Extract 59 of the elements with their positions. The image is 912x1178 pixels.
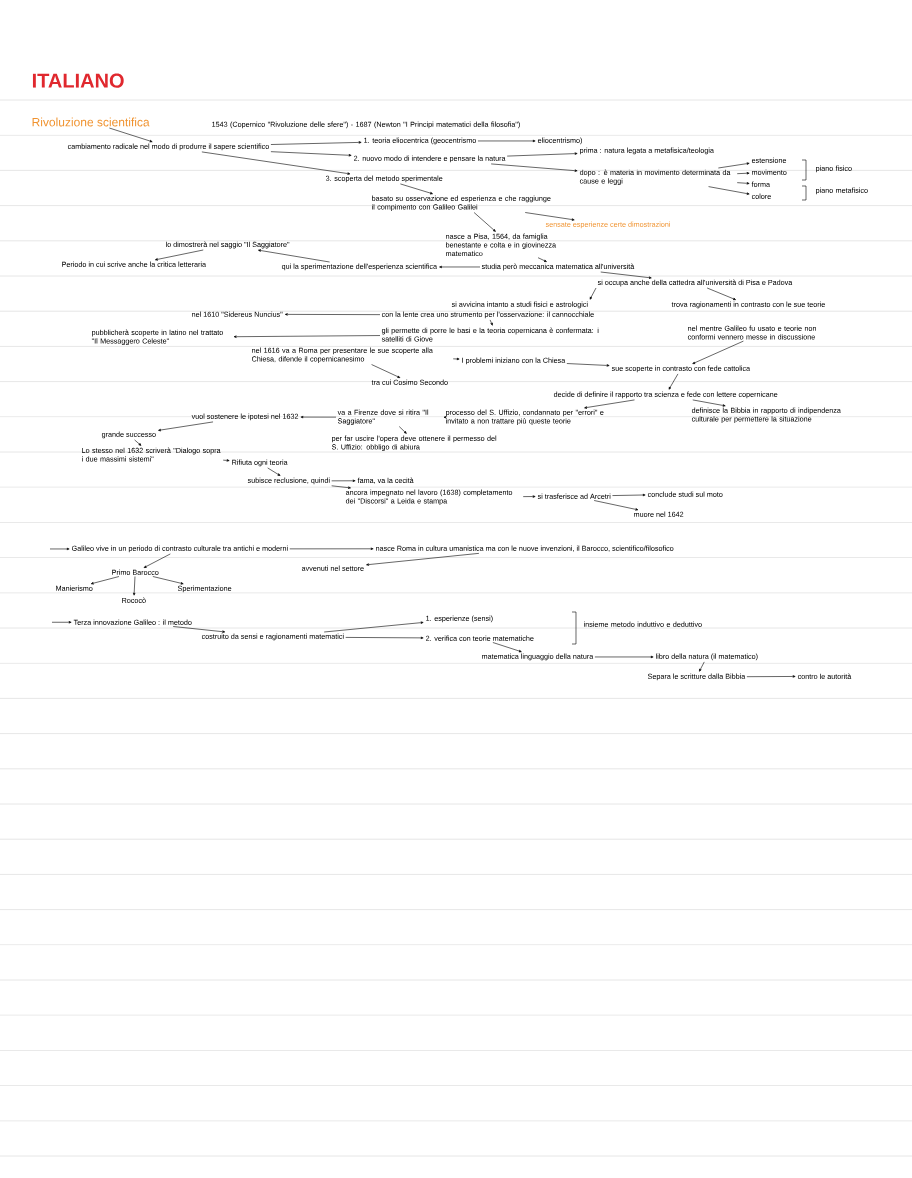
- arrow: [452, 357, 460, 361]
- arrow: [134, 439, 142, 446]
- arrow: [506, 152, 578, 157]
- arrow: [233, 335, 381, 338]
- arrow: [289, 547, 374, 550]
- page-title: ITALIANO: [32, 73, 124, 88]
- arrow: [566, 363, 610, 367]
- arrow: [736, 172, 750, 175]
- arrow: [490, 163, 578, 172]
- arrow: [267, 467, 281, 476]
- arrow: [718, 162, 750, 169]
- arrow: [492, 642, 522, 653]
- arrow: [284, 313, 381, 316]
- arrow: [594, 655, 654, 659]
- arrow: [699, 661, 705, 672]
- arrow: [345, 636, 424, 640]
- arrow: [489, 319, 493, 326]
- arrow: [537, 257, 547, 262]
- arrow: [323, 621, 424, 633]
- arrow: [589, 287, 597, 300]
- arrow: [692, 340, 744, 364]
- arrow: [371, 364, 401, 378]
- arrow: [270, 151, 352, 157]
- arrow: [49, 547, 70, 551]
- arrow: [600, 271, 652, 279]
- arrow: [143, 553, 171, 568]
- arrow: [258, 249, 330, 263]
- arrow: [439, 265, 481, 269]
- arrow: [746, 675, 796, 678]
- arrow: [522, 495, 536, 498]
- arrow: [300, 415, 337, 419]
- arrow: [473, 212, 496, 232]
- arrow: [524, 212, 575, 221]
- arrow: [706, 287, 736, 300]
- arrow: [593, 500, 639, 511]
- arrow: [172, 626, 226, 633]
- arrow: [270, 141, 362, 145]
- arrow: [708, 186, 750, 195]
- arrow: [692, 399, 726, 407]
- arrow: [109, 127, 153, 143]
- arrow: [668, 373, 679, 390]
- arrow: [155, 249, 204, 261]
- arrow: [51, 621, 72, 624]
- arrow: [331, 479, 356, 482]
- arrow: [158, 421, 214, 432]
- arrow: [736, 182, 750, 185]
- arrow: [612, 493, 646, 497]
- arrow: [90, 576, 120, 585]
- arrow: [477, 139, 536, 143]
- arrow: [152, 576, 184, 585]
- arrow: [331, 485, 351, 489]
- arrow: [201, 151, 351, 175]
- arrow: [400, 183, 433, 195]
- arrow: [443, 416, 447, 419]
- arrow: [132, 576, 136, 596]
- arrow: [222, 459, 230, 462]
- arrow: [398, 426, 407, 434]
- arrow: [584, 399, 635, 409]
- arrow: [366, 553, 480, 566]
